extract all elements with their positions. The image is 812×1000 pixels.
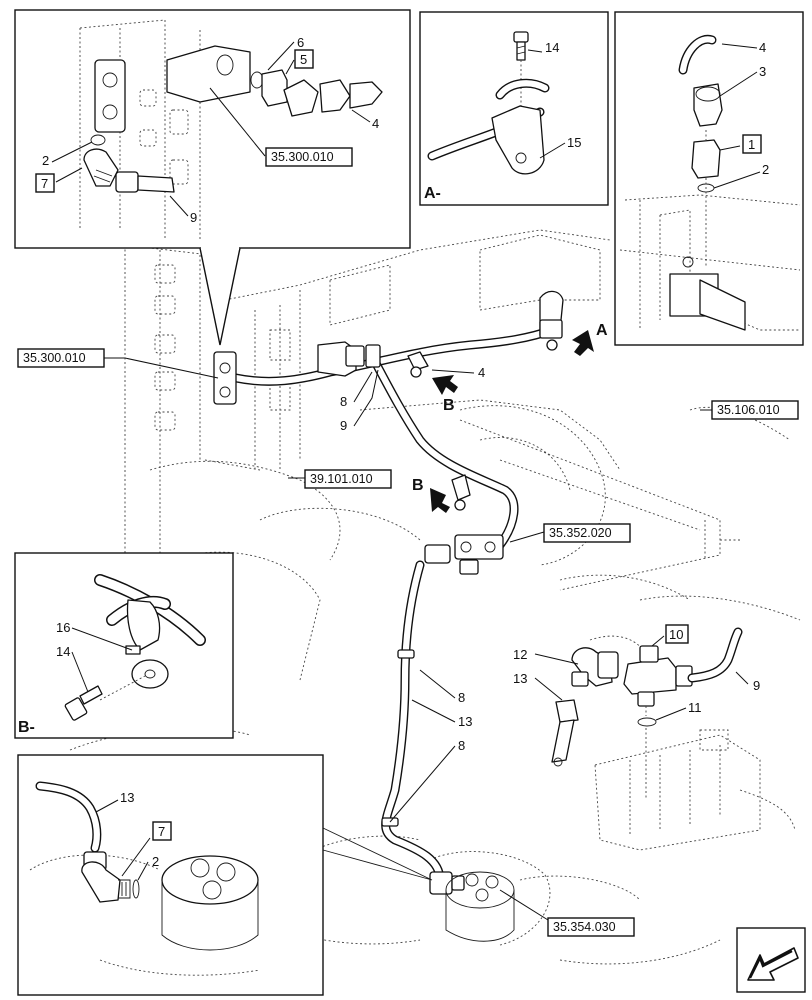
b-label-16: 16 [56,620,70,635]
inset-a-title: A- [424,185,441,202]
r-label-10: 10 [669,627,683,642]
m-label-13: 13 [458,714,472,729]
tl-label-9: 9 [190,210,197,225]
ref-35-352-020: 35.352.020 [549,526,612,540]
ref-box-3 [711,400,799,420]
view-arrows [430,330,594,513]
tl-label-2: 2 [42,153,49,168]
inset-top-left [14,9,411,346]
r-box-10 [665,624,689,644]
bl-label-13: 13 [120,790,134,805]
ref-35-354-030: 35.354.030 [553,920,616,934]
tl-box-7 [35,173,55,193]
ref-box-2 [17,348,105,368]
inset-b-title: B- [18,719,35,736]
m-label-8c: 8 [458,738,465,753]
m-label-8a: 8 [340,394,347,409]
bl-box-7 [152,821,172,841]
tr-label-3: 3 [759,64,766,79]
bl-label-7: 7 [158,824,165,839]
r-label-9: 9 [753,678,760,693]
ref-35-300-010-b: 35.300.010 [23,351,86,365]
ref-box-1 [265,147,353,167]
main-leaders [100,357,715,921]
inset-b [14,552,234,739]
m-label-9: 9 [340,418,347,433]
ref-39-101-010: 39.101.010 [310,472,373,486]
r-label-12: 12 [513,647,527,662]
r-label-11: 11 [688,700,702,715]
view-label-b1: B [443,397,455,414]
right-exploded-parts [534,627,749,800]
view-label-b2: B [412,477,424,494]
ref-35-300-010-a: 35.300.010 [271,150,334,164]
tl-label-5: 5 [300,52,307,67]
a-label-15: 15 [567,135,581,150]
direction-icon [736,927,806,993]
ref-box-5 [543,523,631,543]
tr-box-1 [742,134,762,154]
ref-35-106-010: 35.106.010 [717,403,780,417]
view-label-a: A [596,322,608,339]
tr-label-4: 4 [759,40,766,55]
inset-a [419,11,609,206]
main-hose-routing [213,290,564,942]
tl-box-5 [294,49,314,69]
ref-box-6 [547,917,635,937]
m-label-4: 4 [478,365,485,380]
tl-label-7: 7 [41,176,48,191]
tl-label-6: 6 [297,35,304,50]
m-label-8b: 8 [458,690,465,705]
bl-label-2: 2 [152,854,159,869]
inset-bottom-left [17,754,433,996]
inset-top-right [614,11,804,346]
ref-box-4 [304,469,392,489]
r-label-13: 13 [513,671,527,686]
b-label-14: 14 [56,644,70,659]
tr-label-1: 1 [748,137,755,152]
tl-label-4: 4 [372,116,379,131]
tr-label-2: 2 [762,162,769,177]
a-label-14: 14 [545,40,559,55]
